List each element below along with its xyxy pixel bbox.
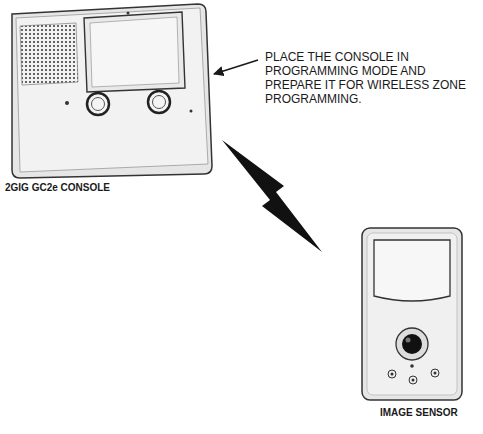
device-label: IMAGE SENSOR <box>380 407 458 418</box>
console-drawing <box>12 4 212 178</box>
device-label: 2GIG GC2e CONSOLE <box>5 182 110 193</box>
sensor-drawing <box>362 228 462 400</box>
device-node: IMAGE SENSOR <box>380 407 458 418</box>
device-node: 2GIG GC2e CONSOLE <box>5 182 110 193</box>
leader-arrow <box>214 60 258 74</box>
wireless-bolt <box>222 140 322 252</box>
instruction-note: PLACE THE CONSOLE IN PROGRAMMING MODE AN… <box>265 50 470 106</box>
